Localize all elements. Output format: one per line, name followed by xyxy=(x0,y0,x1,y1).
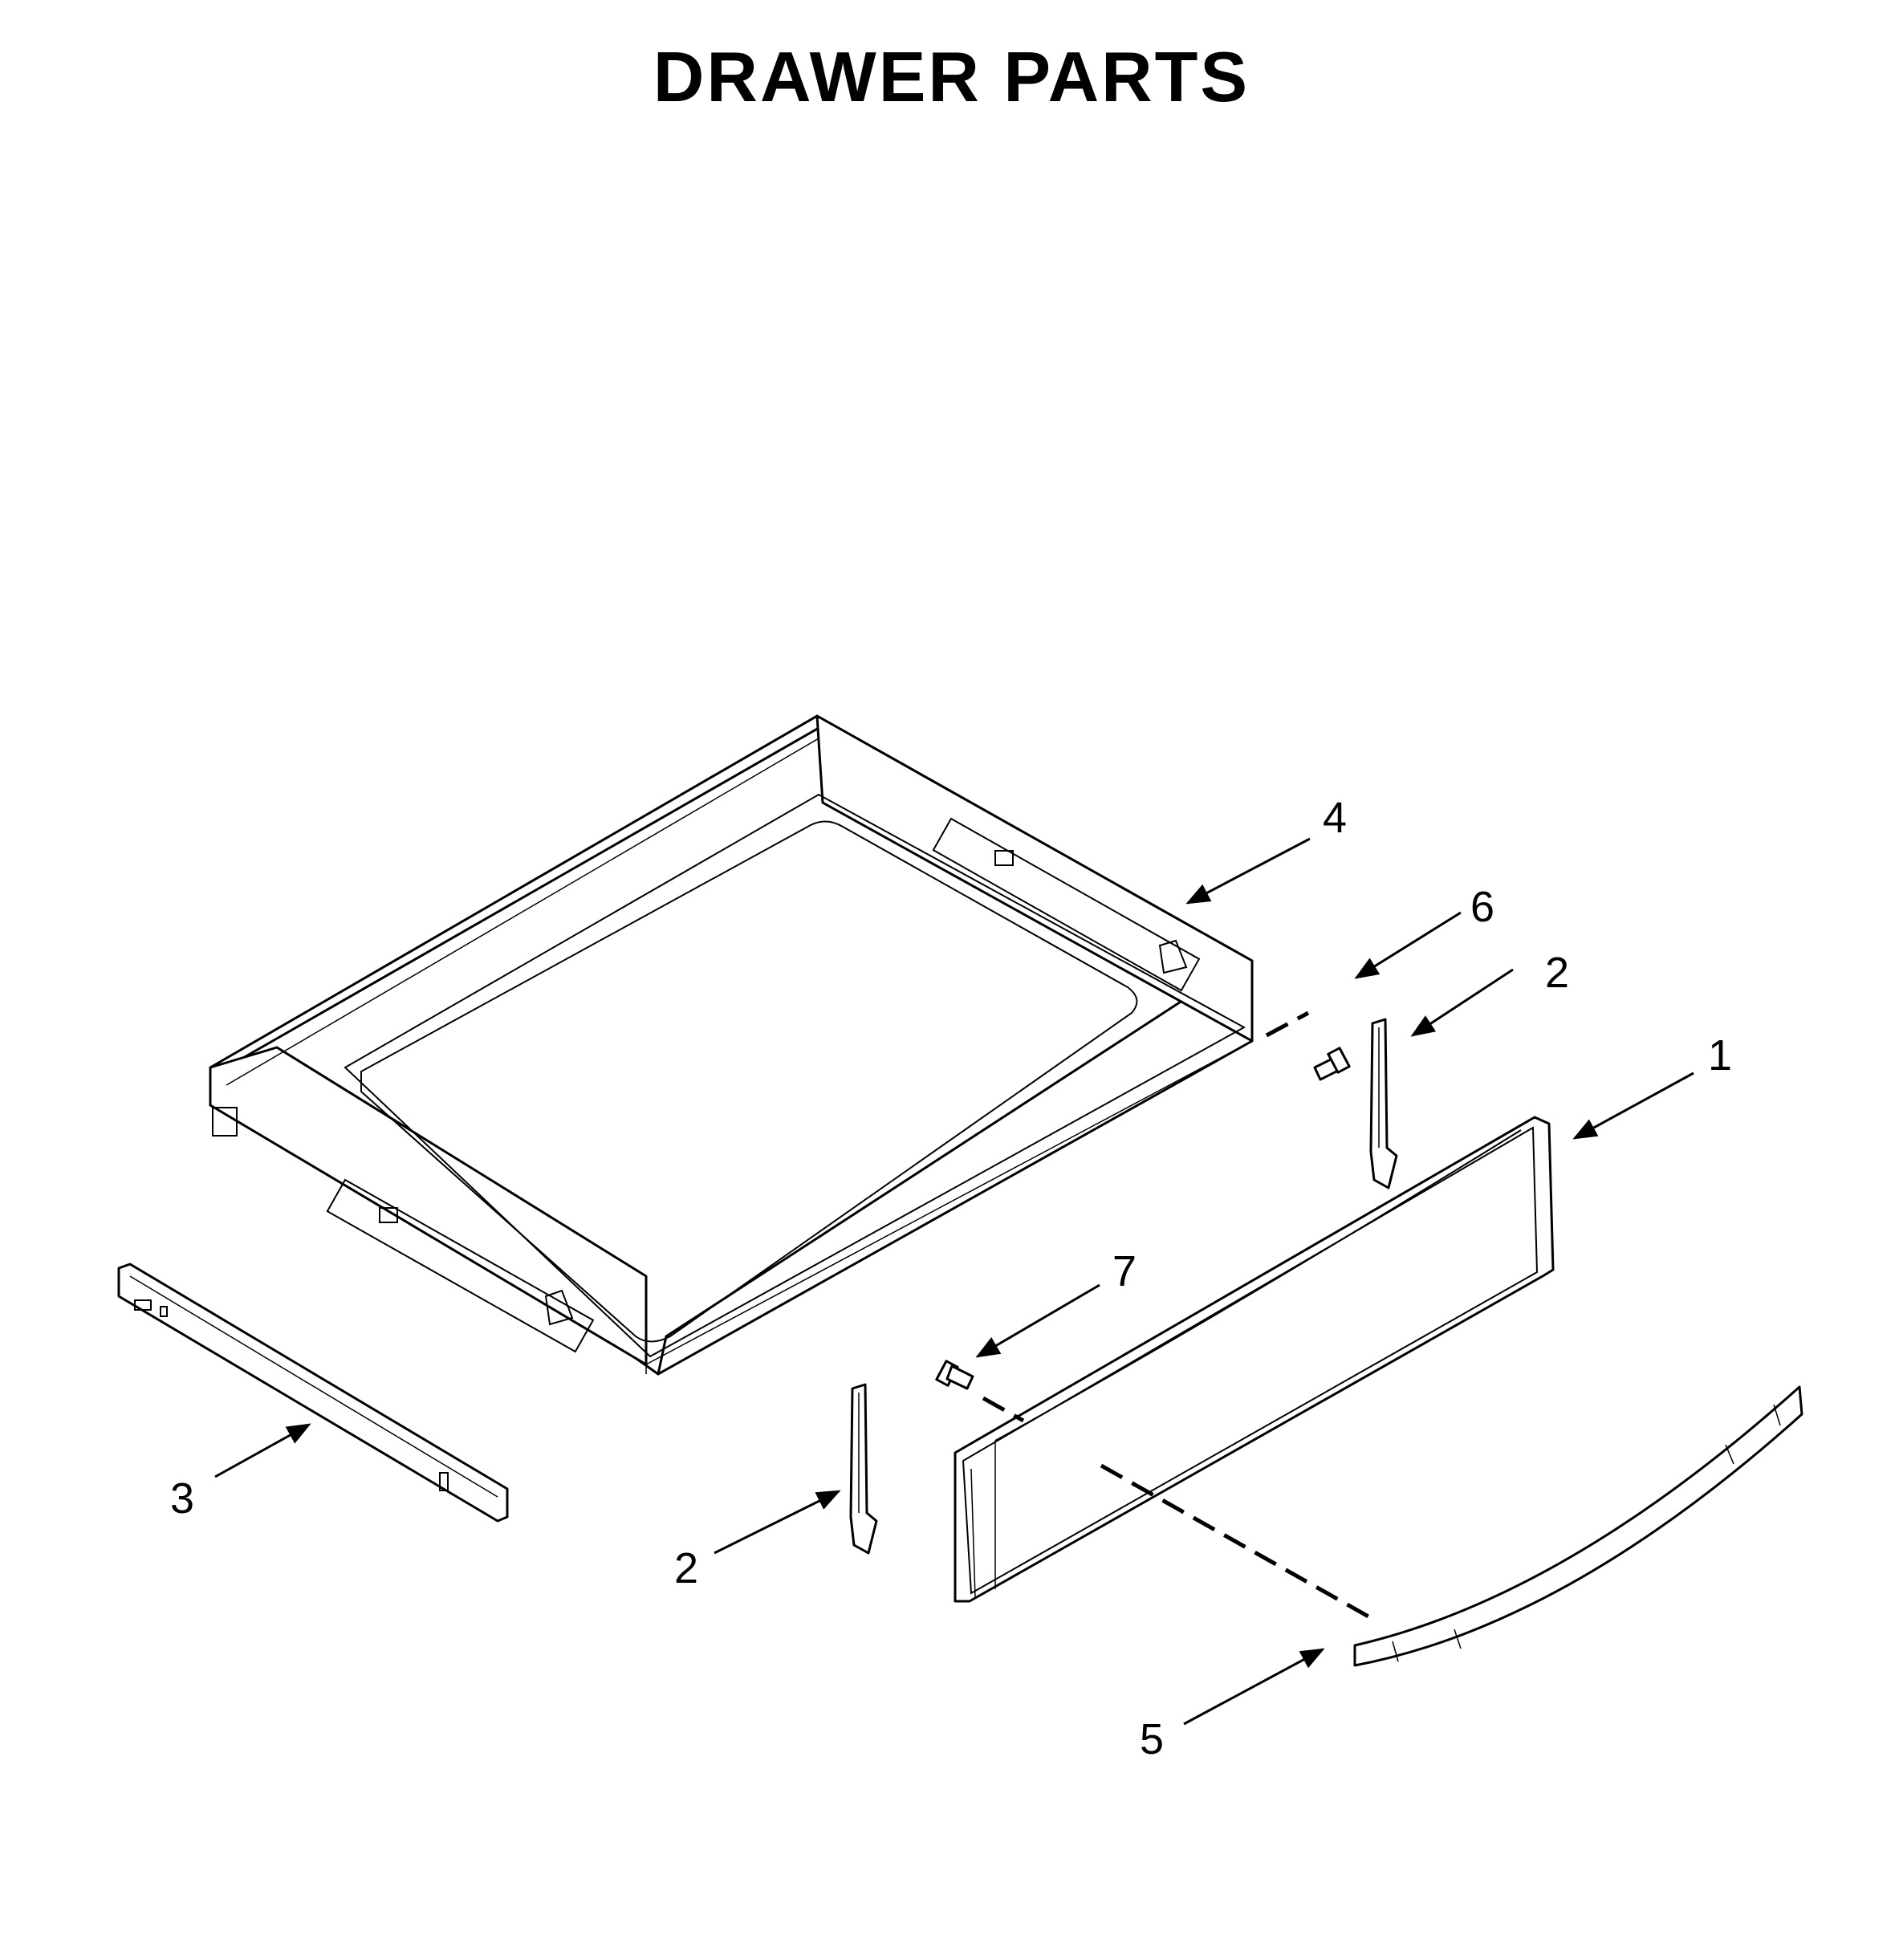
callout-2-left: 2 xyxy=(674,1544,698,1592)
alignment-dashed-line-drawer xyxy=(1265,1010,1310,1038)
diagram-title: DRAWER PARTS xyxy=(653,37,1250,116)
callout-2-right: 2 xyxy=(1545,949,1569,997)
callout-6: 6 xyxy=(1470,883,1494,931)
callout-5: 5 xyxy=(1140,1715,1164,1763)
drawer-handle xyxy=(1353,1385,1803,1667)
leader-arrow-4 xyxy=(1185,837,1311,905)
callout-1: 1 xyxy=(1708,1031,1732,1080)
leader-arrow-1 xyxy=(1572,1071,1694,1140)
alignment-dashed-line-handle xyxy=(1100,1463,1376,1622)
drawer-slide-right xyxy=(1369,1018,1398,1189)
drawer-rail xyxy=(117,1263,509,1523)
screw-lower xyxy=(935,1360,974,1390)
drawer-slide-left xyxy=(849,1383,878,1555)
leader-arrow-7 xyxy=(975,1283,1100,1358)
alignment-dashed-line-screw xyxy=(982,1396,1025,1423)
screw-upper xyxy=(1313,1047,1351,1081)
drawer-front-panel xyxy=(954,1116,1555,1603)
leader-arrow-5 xyxy=(1183,1648,1325,1726)
leader-arrow-2-left xyxy=(714,1490,841,1555)
callout-4: 4 xyxy=(1323,794,1347,842)
callout-3: 3 xyxy=(170,1474,194,1523)
drawer-body xyxy=(209,714,1254,1376)
leader-arrow-6 xyxy=(1354,911,1462,979)
leader-arrow-3 xyxy=(214,1423,311,1478)
callout-7: 7 xyxy=(1112,1247,1137,1295)
leader-arrow-2-right xyxy=(1410,968,1514,1037)
